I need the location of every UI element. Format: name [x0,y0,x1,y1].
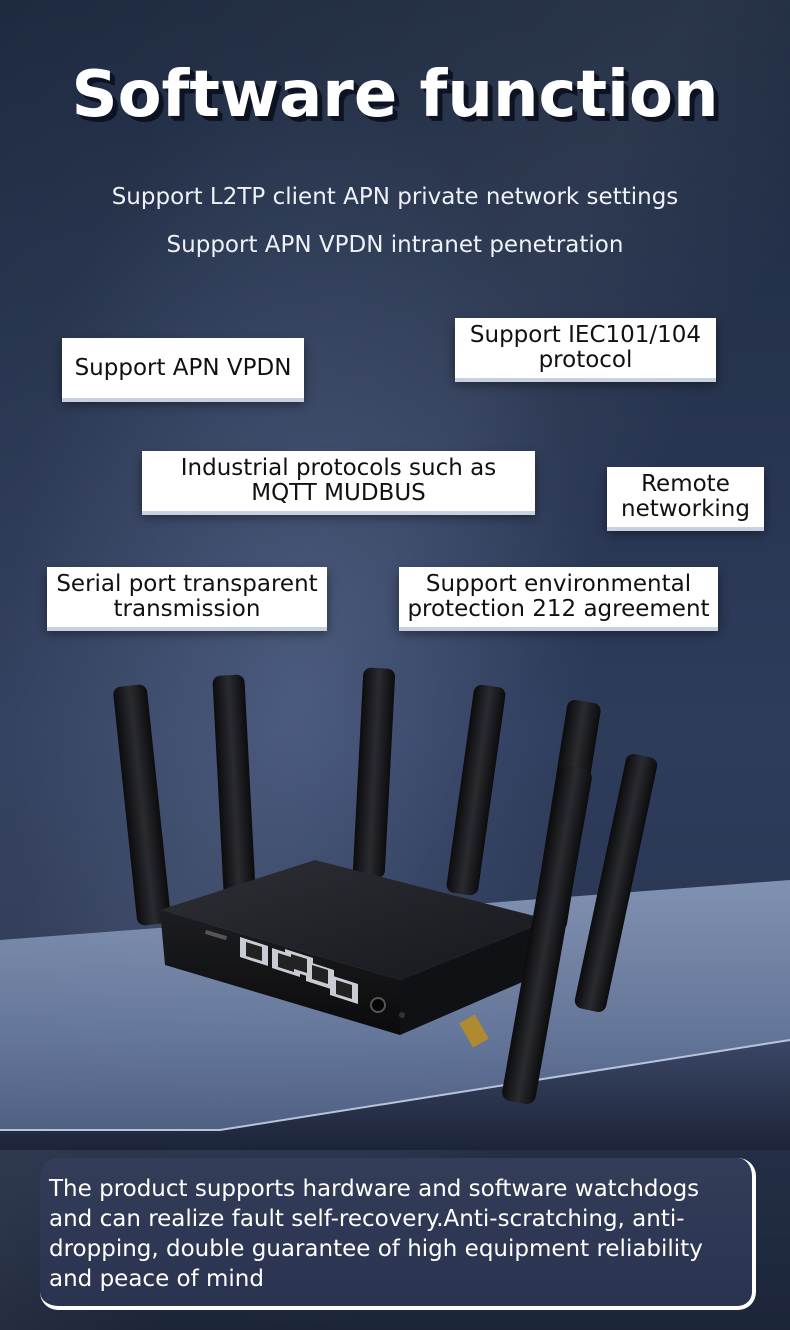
feature-box-line: protocol [538,347,633,373]
feature-box-apn-vpdn: Support APN VPDN [62,338,304,398]
router-image [113,667,658,1104]
caption-text: The product supports hardware and softwa… [49,1176,703,1292]
feature-box-serial-port: Serial port transparent transmission [47,567,327,627]
feature-box-line: Support APN VPDN [74,354,292,381]
feature-box-remote-networking: Remote networking [607,467,764,527]
feature-box-line: protection 212 agreement [407,596,710,622]
feature-box-line: Remote [641,471,730,497]
feature-box-line: networking [621,496,750,522]
feature-box-line: Support environmental [425,571,692,597]
feature-box-line: transmission [113,596,261,622]
feature-box-line: MQTT MUDBUS [251,480,426,506]
feature-box-line: Industrial protocols such as [180,455,497,481]
feature-box-line: Support IEC101/104 [469,322,702,348]
page-title: Software function [71,58,719,132]
feature-box-iec: Support IEC101/104 protocol [455,318,716,378]
subtitle-vpdn: Support APN VPDN intranet penetration [166,232,624,258]
subtitle-l2tp: Support L2TP client APN private network … [111,184,679,210]
caption-panel: The product supports hardware and softwa… [40,1158,756,1310]
feature-box-line: Serial port transparent [56,571,318,597]
lan-ports [240,937,358,1004]
feature-box-industrial-protocols: Industrial protocols such as MQTT MUDBUS [142,451,535,511]
feature-box-environmental: Support environmental protection 212 agr… [399,567,718,627]
